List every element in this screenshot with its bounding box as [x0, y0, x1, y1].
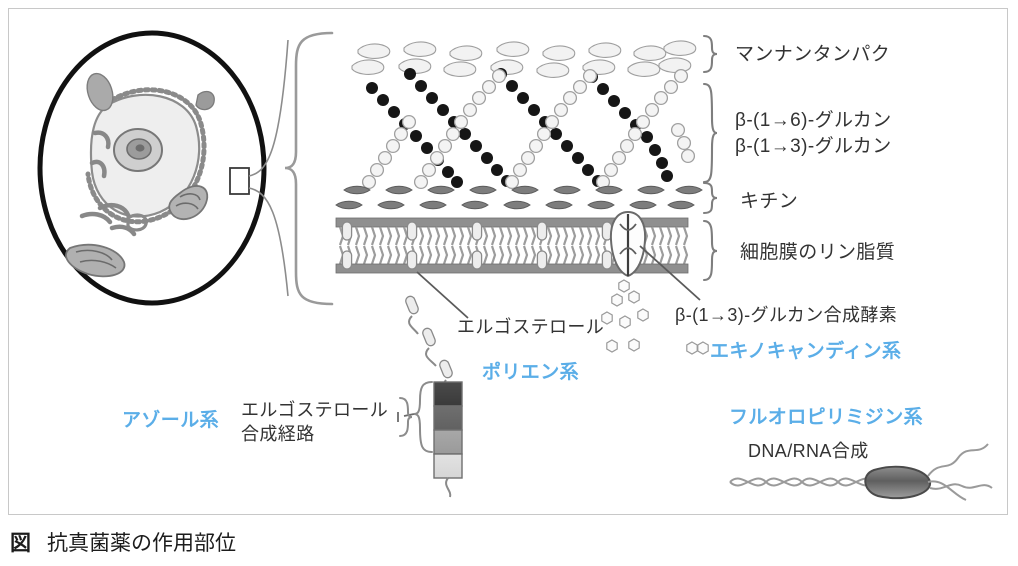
label-membrane-phospholipid: 細胞膜のリン脂質	[740, 242, 896, 263]
label-fluoropyrimidine-class: フルオロピリミジン系	[729, 407, 924, 428]
granule	[195, 90, 215, 111]
glucan-synthase-enzyme	[601, 210, 709, 355]
label-polyene-class: ポリエン系	[482, 362, 580, 383]
label-beta-1-3-glucan: β-(1→3)-グルカン	[735, 136, 892, 157]
label-echinocandin-class: エキノキャンディン系	[710, 341, 902, 362]
vacuole	[86, 72, 114, 112]
label-ergosterol: エルゴステロール	[457, 317, 605, 337]
polymerase-enzyme	[864, 465, 931, 500]
magnification-brace	[284, 31, 334, 306]
caption-text: 抗真菌薬の作用部位	[47, 532, 236, 555]
label-ergosterol-pathway-line2: 合成経路	[241, 424, 315, 444]
label-azole-class: アゾール系	[122, 410, 220, 431]
fungal-cell-illustration	[37, 30, 289, 306]
beta-1-6-glucan-chains	[366, 68, 673, 188]
ergosterol-leader-line	[416, 271, 469, 319]
label-ergosterol-pathway-line1: エルゴステロール	[241, 400, 389, 420]
label-glucan-synthase: β-(1→3)-グルカン合成酵素	[675, 305, 898, 325]
pathway-step-boxes	[433, 381, 463, 479]
label-dna-rna-synthesis: DNA/RNA合成	[748, 441, 869, 461]
echinocandin-marker	[686, 341, 698, 355]
figure-caption: 図抗真菌薬の作用部位	[10, 527, 236, 557]
label-chitin: キチン	[740, 191, 799, 212]
dna-rna-illustration	[729, 443, 993, 501]
ergosterol-synthesis-pathway	[397, 294, 463, 498]
label-beta-1-6-glucan: β-(1→6)-グルカン	[735, 110, 892, 131]
caption-marker: 図	[10, 532, 31, 555]
free-ergosterol-molecules	[403, 294, 455, 380]
chitin-layer	[335, 185, 703, 210]
membrane-ergosterol	[341, 221, 613, 270]
dna-double-helix	[729, 477, 875, 487]
mannan-protein-layer	[351, 40, 697, 78]
unwound-strands	[927, 443, 993, 501]
cell-wall-callout-box	[229, 167, 250, 195]
plasma-membrane-bilayer	[335, 217, 689, 274]
beta-1-3-glucan-chains	[361, 68, 696, 190]
nucleus	[85, 87, 207, 225]
mitochondria	[65, 185, 209, 278]
layer-braces	[702, 34, 718, 282]
label-mannan-protein: マンナンタンパク	[735, 44, 891, 65]
glucan-network	[361, 68, 696, 190]
endoplasmic-reticulum	[79, 130, 137, 237]
